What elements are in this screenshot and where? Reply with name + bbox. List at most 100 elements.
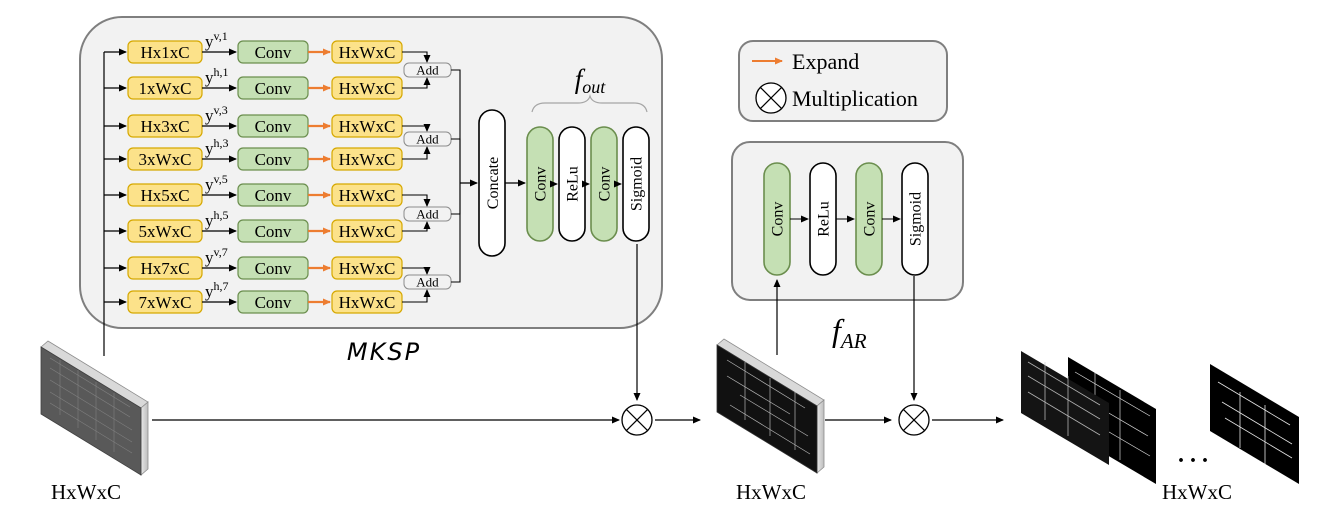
- kernel-input-label: 5xWxC: [139, 222, 192, 241]
- kernel-input-label: 7xWxC: [139, 293, 192, 312]
- conv-label: Conv: [255, 150, 292, 169]
- pool-output-sup: v,3: [214, 103, 228, 117]
- pool-output-base: y: [205, 175, 214, 194]
- add-operator: Add: [403, 131, 461, 183]
- f-ar-block: [901, 162, 929, 276]
- kernel-input-label: 3xWxC: [139, 150, 192, 169]
- f-out-block-label: Sigmoid: [629, 157, 646, 211]
- f-out-brace: [531, 93, 648, 113]
- f-ar-block-label: Conv: [862, 202, 879, 237]
- multiplication-label: Multiplication: [792, 86, 918, 111]
- expand-label: Expand: [792, 49, 859, 74]
- output-ellipsis: . . .: [1178, 442, 1208, 468]
- f-out-block-label: ReLu: [565, 166, 582, 202]
- pool-output-base: y: [205, 211, 214, 230]
- output-map-front: [1021, 351, 1109, 465]
- middle-texture: [726, 359, 811, 455]
- conv-label: Conv: [255, 43, 292, 62]
- pool-output-label: yh,1: [205, 65, 229, 87]
- to-add-connector: [402, 194, 431, 207]
- expanded-output-label: HxWxC: [339, 293, 396, 312]
- to-add-connector: [402, 51, 431, 63]
- to-add-connector: [402, 146, 431, 160]
- pool-output-label: yh,5: [205, 208, 229, 230]
- pool-output-sup: v,5: [214, 172, 228, 186]
- multiplication-icon: [755, 82, 787, 114]
- concat-label: Concate: [485, 157, 502, 209]
- f-out-sub: out: [582, 77, 606, 97]
- kernel-input-label: Hx3xC: [140, 117, 189, 136]
- pool-output-label: yh,7: [205, 279, 229, 301]
- pool-output-base: y: [205, 139, 214, 158]
- mksp-label: MKSP: [347, 338, 421, 366]
- pool-output-label: yv,7: [205, 245, 228, 267]
- add-to-concat-connector: [451, 138, 461, 183]
- pool-output-sup: h,7: [214, 279, 229, 293]
- expanded-output-label: HxWxC: [339, 150, 396, 169]
- pool-output-base: y: [205, 248, 214, 267]
- expanded-output-label: HxWxC: [339, 259, 396, 278]
- pool-output-base: y: [205, 68, 214, 87]
- conv-label: Conv: [255, 186, 292, 205]
- expanded-output-label: HxWxC: [339, 186, 396, 205]
- f-ar-block-label: ReLu: [816, 201, 833, 237]
- kernel-input-label: Hx1xC: [140, 43, 189, 62]
- conv-label: Conv: [255, 79, 292, 98]
- kernel-input-label: Hx5xC: [140, 186, 189, 205]
- pool-output-sup: h,3: [214, 136, 229, 150]
- multiplication-operator-1: [621, 404, 653, 436]
- multiplication-operator-2: [898, 404, 930, 436]
- kernel-input-label: Hx7xC: [140, 259, 189, 278]
- pool-output-base: y: [205, 106, 214, 125]
- pool-output-label: yh,3: [205, 136, 229, 158]
- kernel-input-label: 1xWxC: [139, 79, 192, 98]
- input-texture: [49, 357, 133, 454]
- pool-output-base: y: [205, 32, 214, 51]
- f-ar-title: fAR: [832, 312, 867, 353]
- expanded-output-label: HxWxC: [339, 43, 396, 62]
- conv-label: Conv: [255, 117, 292, 136]
- expanded-output-label: HxWxC: [339, 117, 396, 136]
- to-add-connector: [402, 77, 431, 89]
- f-out-base: f: [575, 64, 586, 94]
- pool-output-sup: h,1: [214, 65, 229, 79]
- add-operator: Add: [403, 183, 461, 290]
- expanded-output-label: HxWxC: [339, 79, 396, 98]
- pool-output-sup: v,7: [214, 245, 228, 259]
- middle-tensor-label: HxWxC: [736, 480, 806, 504]
- legend-panel: Expand Multiplication: [738, 40, 948, 122]
- concat-block: Concate: [478, 109, 506, 257]
- conv-label: Conv: [255, 293, 292, 312]
- add-label: Add: [416, 207, 439, 222]
- f-out-block-label: Conv: [533, 167, 550, 202]
- conv-label: Conv: [255, 222, 292, 241]
- f-ar-sub: AR: [839, 329, 867, 353]
- add-operator: Add: [403, 183, 461, 222]
- f-out-title: fout: [575, 64, 607, 97]
- main-flow-connectors: [103, 52, 1004, 424]
- to-add-connector: [402, 289, 431, 303]
- pool-output-base: y: [205, 282, 214, 301]
- output-tensor-label: HxWxC: [1162, 480, 1232, 504]
- f-out-block: [622, 126, 650, 242]
- f-ar-block-label: Sigmoid: [908, 192, 925, 246]
- to-add-connector: [402, 221, 431, 232]
- pool-output-label: yv,5: [205, 172, 228, 194]
- f-ar-group: Conv ReLu Conv Sigmoid: [763, 162, 929, 276]
- to-add-connector: [402, 267, 431, 275]
- add-label: Add: [416, 63, 439, 78]
- pool-output-label: yv,3: [205, 103, 228, 125]
- output-map-last: [1210, 364, 1299, 484]
- add-label: Add: [416, 275, 439, 290]
- f-ar-block-label: Conv: [770, 202, 787, 237]
- mksp-panel: [79, 16, 663, 329]
